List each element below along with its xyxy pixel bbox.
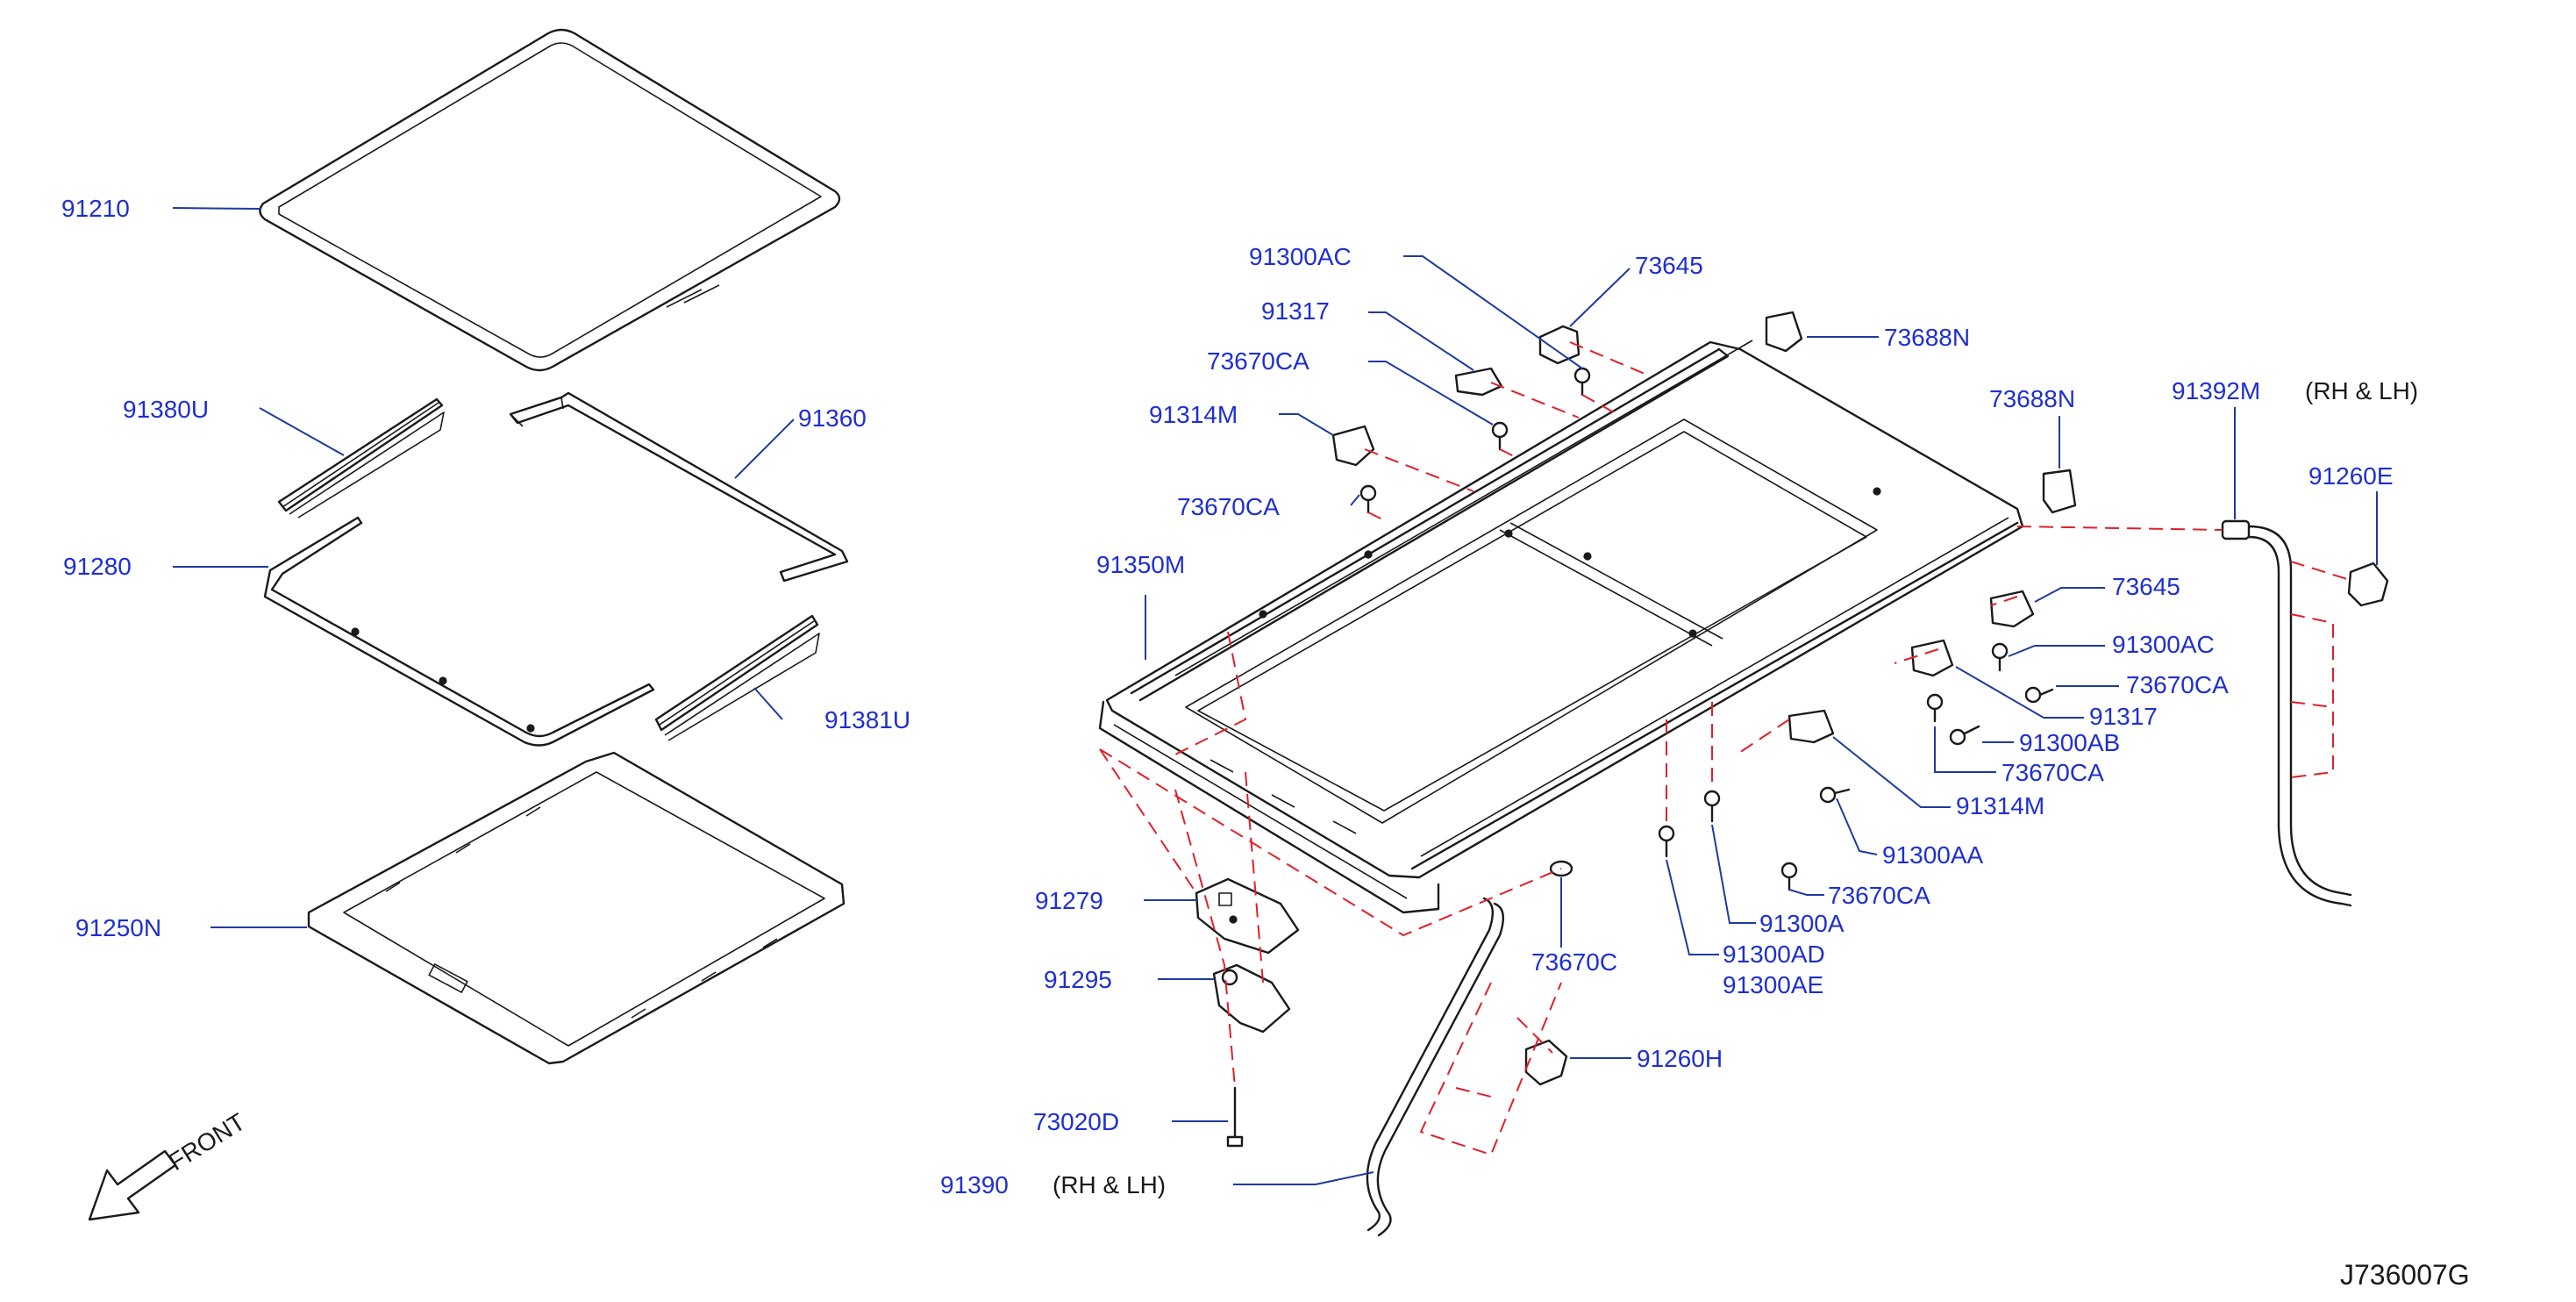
label-73670CA-right1: 73670CA	[2126, 671, 2229, 698]
label-91317-top: 91317	[1261, 297, 1330, 325]
label-73688N-top: 73688N	[1884, 324, 1970, 351]
label-91300AE: 91300AE	[1723, 971, 1823, 998]
glass-lid-drawing	[259, 28, 841, 372]
label-73645-right: 73645	[2112, 573, 2180, 600]
label-91350M: 91350M	[1096, 551, 1185, 578]
label-73670CA-top: 73670CA	[1207, 347, 1309, 375]
installation-guide-lines	[1099, 341, 2348, 1156]
sunroof-frame-drawing	[1098, 340, 2024, 914]
label-73670C: 73670C	[1531, 948, 1617, 976]
label-73670CA-mid: 73670CA	[1177, 493, 1280, 520]
label-91300AA: 91300AA	[1882, 841, 1984, 869]
label-91260E: 91260E	[2308, 462, 2394, 490]
sunshade-drawing	[307, 751, 846, 1065]
label-91300AB: 91300AB	[2019, 729, 2120, 756]
label-91314M-right: 91314M	[1956, 792, 2044, 819]
label-91381U: 91381U	[824, 706, 910, 733]
label-91300AD: 91300AD	[1723, 941, 1825, 968]
label-91300AC-right: 91300AC	[2112, 631, 2215, 658]
label-91280: 91280	[63, 553, 132, 580]
front-seal-strip-drawing	[277, 397, 445, 519]
front-drain-hose-drawing	[1366, 897, 1505, 1237]
clip-right-drawing	[2042, 469, 2077, 514]
label-91360: 91360	[798, 404, 867, 432]
label-91317-right: 91317	[2089, 703, 2158, 730]
diagram-code: J736007G	[2340, 1259, 2470, 1291]
screw-drawing	[1226, 1086, 1244, 1148]
label-91300A: 91300A	[1759, 910, 1845, 937]
label-73688N-right: 73688N	[1989, 385, 2075, 412]
rear-frame-seal-drawing	[509, 391, 849, 583]
label-91295: 91295	[1044, 966, 1112, 993]
label-91210: 91210	[61, 195, 130, 222]
label-91392M: 91392M	[2172, 377, 2260, 404]
rear-brackets-drawing	[1658, 590, 2054, 891]
front-direction-arrow-icon	[88, 1149, 177, 1221]
label-73645-top: 73645	[1635, 252, 1703, 279]
hose-clip-rear-drawing	[2347, 562, 2389, 607]
label-91390: 91390	[940, 1171, 1009, 1198]
label-91279: 91279	[1035, 887, 1103, 914]
hose-clip-front-drawing	[1524, 1039, 1568, 1086]
front-label: FRONT	[164, 1108, 250, 1176]
weatherstrip-frame-drawing	[263, 516, 655, 747]
label-91314M-top: 91314M	[1149, 401, 1238, 428]
label-73020D: 73020D	[1033, 1108, 1119, 1135]
rear-seal-strip-drawing	[654, 614, 820, 741]
label-73670CA-bottom: 73670CA	[1828, 882, 1930, 909]
label-73670CA-right2: 73670CA	[2002, 759, 2104, 786]
label-91392M-note: (RH & LH)	[2305, 377, 2418, 404]
rear-drain-hose-drawing	[2221, 519, 2352, 907]
label-91260H: 91260H	[1637, 1045, 1723, 1072]
front-brackets-drawing	[1331, 325, 1591, 514]
motor-bracket-drawing	[1195, 877, 1300, 955]
clip-top-drawing	[1765, 311, 1803, 353]
label-91250N: 91250N	[75, 914, 161, 941]
sunroof-motor-drawing	[1212, 963, 1291, 1034]
label-91380U: 91380U	[123, 396, 209, 423]
label-91300AC-top: 91300AC	[1249, 243, 1352, 270]
label-91390-note: (RH & LH)	[1053, 1171, 1166, 1198]
